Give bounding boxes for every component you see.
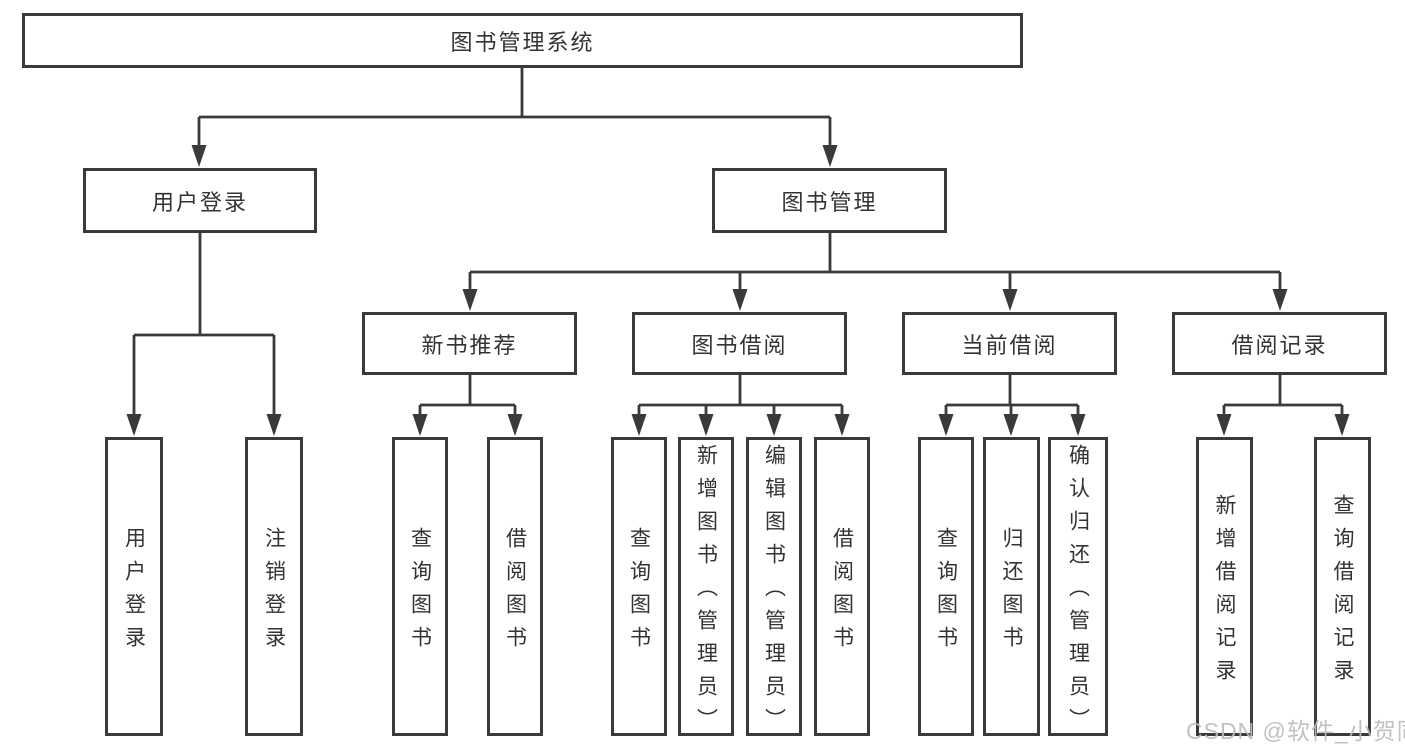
leaf-query-books-borrowing: 查询图书 (611, 437, 667, 736)
leaf-borrow-books-borrowing: 借阅图书 (814, 437, 870, 736)
node-label: 编辑图书（管理员） (762, 444, 786, 741)
node-book-management: 图书管理 (712, 168, 947, 233)
node-label: 图书借阅 (691, 332, 788, 358)
node-new-book-recommendation: 新书推荐 (362, 312, 577, 375)
leaf-return-books: 归还图书 (983, 437, 1040, 736)
node-label: 查询图书 (408, 526, 432, 659)
node-label: 当前借阅 (961, 332, 1058, 358)
leaf-query-books-current: 查询图书 (918, 437, 974, 736)
node-label: 借阅图书 (830, 526, 854, 659)
node-label: 新增借阅记录 (1213, 493, 1236, 692)
node-label: 查询图书 (934, 526, 958, 659)
node-label: 图书管理 (781, 189, 878, 215)
node-label: 借阅图书 (503, 526, 527, 659)
watermark-csdn: CSDN @软件_小贺同学 (1186, 718, 1405, 744)
node-current-borrowing: 当前借阅 (902, 312, 1117, 375)
leaf-edit-books-admin: 编辑图书（管理员） (746, 437, 802, 741)
leaf-logout: 注销登录 (245, 437, 303, 736)
node-label: 用户登录 (122, 526, 146, 659)
node-label: 确认归还（管理员） (1066, 444, 1090, 741)
leaf-add-borrow-record: 新增借阅记录 (1196, 437, 1253, 736)
node-book-borrowing: 图书借阅 (632, 312, 847, 375)
node-user-login-group: 用户登录 (83, 168, 317, 233)
node-library-management-system: 图书管理系统 (22, 13, 1023, 68)
node-label: 查询借阅记录 (1331, 493, 1354, 692)
leaf-query-books-recommendation: 查询图书 (392, 437, 448, 736)
node-label: 新增图书（管理员） (694, 444, 718, 741)
leaf-query-borrow-record: 查询借阅记录 (1314, 437, 1371, 736)
leaf-user-login: 用户登录 (105, 437, 163, 736)
node-label: 查询图书 (627, 526, 651, 659)
node-label: 图书管理系统 (450, 29, 595, 55)
node-label: 注销登录 (262, 526, 286, 659)
leaf-add-books-admin: 新增图书（管理员） (678, 437, 734, 741)
node-label: 借阅记录 (1231, 332, 1328, 358)
leaf-confirm-return-admin: 确认归还（管理员） (1048, 437, 1108, 741)
node-borrowing-records: 借阅记录 (1172, 312, 1387, 375)
leaf-borrow-books-recommendation: 借阅图书 (487, 437, 543, 736)
node-label: 新书推荐 (421, 332, 518, 358)
node-label: 用户登录 (151, 189, 248, 215)
node-label: 归还图书 (1000, 526, 1023, 659)
